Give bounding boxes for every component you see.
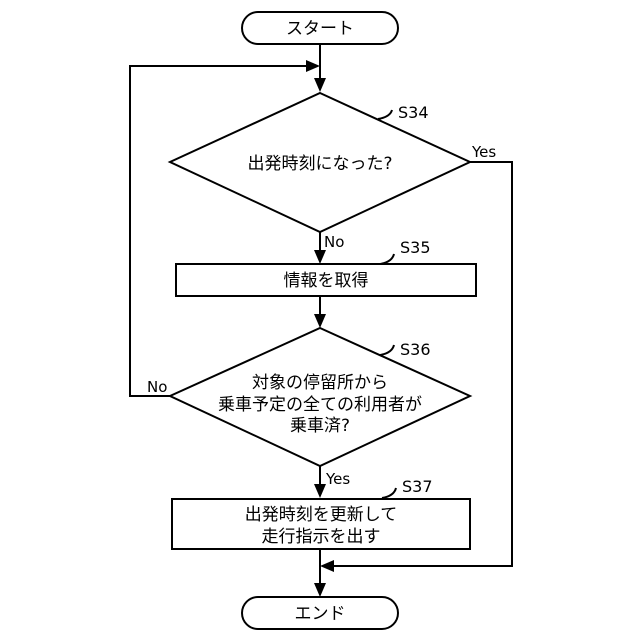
decision-s36-text-line1: 対象の停留所から — [252, 373, 388, 393]
arrowhead-loop-merge — [306, 60, 320, 72]
arrowhead-into-s36 — [314, 314, 326, 328]
branch-label-s36-no: No — [147, 378, 167, 396]
step-label-s35: S35 — [400, 238, 431, 257]
end-terminal: エンド — [242, 597, 398, 629]
process-s37: 出発時刻を更新して 走行指示を出す — [172, 499, 470, 549]
end-terminal-text: エンド — [295, 604, 346, 624]
arrowhead-into-s34 — [314, 78, 326, 92]
arrowhead-into-s37 — [314, 484, 326, 498]
decision-s36-text-line3: 乗車済? — [290, 416, 350, 436]
branch-label-s34-no: No — [324, 233, 344, 251]
branch-label-s36-yes: Yes — [325, 470, 350, 488]
process-s37-text-line1: 出発時刻を更新して — [245, 505, 398, 525]
arrowhead-into-end — [314, 583, 326, 597]
decision-s36-text-line2: 乗車予定の全ての利用者が — [218, 395, 422, 415]
step-label-s34: S34 — [398, 103, 429, 122]
step-label-s36: S36 — [400, 340, 431, 359]
branch-label-s34-yes: Yes — [471, 143, 496, 161]
step-label-leader-s37 — [382, 488, 396, 498]
start-terminal-text: スタート — [286, 19, 354, 39]
arrowhead-into-s35 — [314, 250, 326, 264]
decision-s34-text: 出発時刻になった? — [247, 154, 392, 174]
step-label-leader-s35 — [380, 254, 394, 264]
start-terminal: スタート — [242, 12, 398, 44]
step-label-s37: S37 — [402, 477, 433, 496]
process-s35-text: 情報を取得 — [284, 271, 369, 291]
process-s37-text-line2: 走行指示を出す — [262, 527, 381, 547]
arrowhead-yes-merge — [320, 560, 334, 572]
step-label-leader-s36 — [380, 345, 394, 355]
step-label-leader-s34 — [378, 110, 392, 119]
process-s35: 情報を取得 — [176, 264, 476, 296]
